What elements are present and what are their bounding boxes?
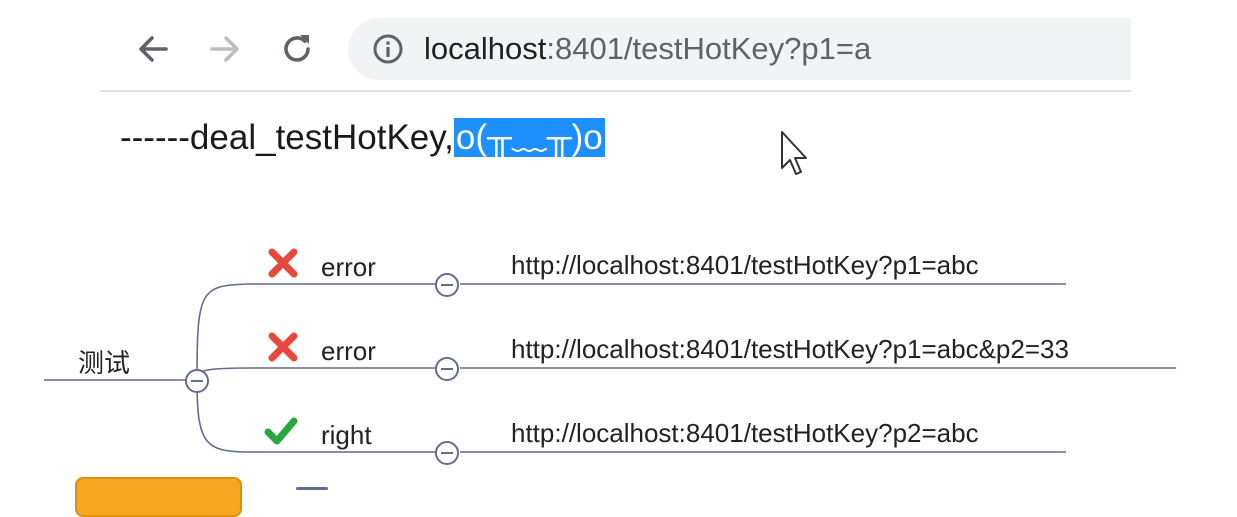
address-bar[interactable]: localhost:8401/testHotKey?p1=a	[348, 18, 1131, 80]
arrow-left-icon	[139, 36, 168, 62]
info-circle-icon[interactable]	[370, 31, 406, 67]
selected-text[interactable]: o(╥﹏╥)o	[453, 118, 605, 157]
response-text: ------deal_testHotKey,o(╥﹏╥)o	[120, 114, 605, 162]
back-button[interactable]	[130, 26, 176, 72]
branch-url: http://localhost:8401/testHotKey?p1=abc&…	[511, 334, 1069, 364]
toolbar-divider	[100, 90, 1131, 92]
red-x-icon	[268, 248, 298, 278]
url-path: :8401/testHotKey?p1=a	[546, 31, 872, 66]
collapse-toggle-partial[interactable]	[296, 487, 328, 490]
url-text[interactable]: localhost:8401/testHotKey?p1=a	[424, 31, 871, 67]
mindmap: 测试 error http://localhost:8401/testHotKe…	[0, 230, 1237, 507]
branch-url: http://localhost:8401/testHotKey?p2=abc	[511, 418, 979, 448]
red-x-icon	[268, 332, 298, 362]
mouse-cursor-icon	[781, 131, 807, 175]
root-collapse-toggle[interactable]	[185, 369, 209, 393]
mindmap-node-partial[interactable]	[75, 477, 242, 517]
reload-icon	[284, 35, 310, 62]
mindmap-root-label: 测试	[78, 348, 131, 378]
mindmap-connectors	[44, 283, 1176, 453]
branch-status-label: error	[321, 336, 376, 366]
branch-collapse-toggle[interactable]	[435, 273, 459, 297]
branch-collapse-toggle[interactable]	[435, 357, 459, 381]
green-check-icon	[264, 417, 298, 445]
arrow-right-icon	[210, 36, 239, 62]
response-prefix: ------deal_testHotKey,	[120, 118, 454, 157]
forward-button[interactable]	[202, 26, 248, 72]
url-host: localhost	[424, 31, 547, 66]
branch-url: http://localhost:8401/testHotKey?p1=abc	[511, 250, 979, 280]
branch-status-label: error	[321, 252, 376, 282]
branch-status-label: right	[321, 420, 372, 450]
reload-button[interactable]	[274, 26, 320, 72]
branch-collapse-toggle[interactable]	[435, 441, 459, 465]
